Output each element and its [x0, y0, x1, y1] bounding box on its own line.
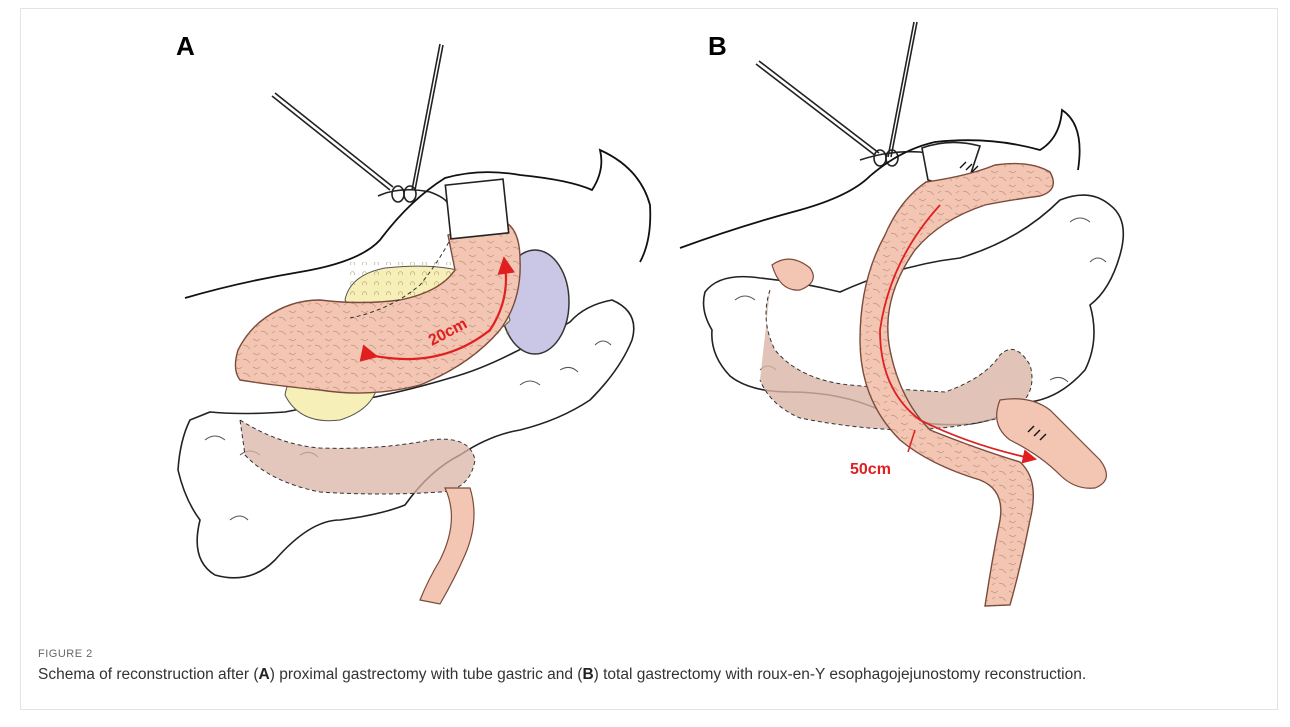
panel-b-label: B	[708, 31, 727, 61]
caption-part-2: ) proximal gastrectomy with tube gastric…	[270, 666, 583, 683]
caption-part-1: Schema of reconstruction after (	[38, 666, 259, 683]
caption-text: Schema of reconstruction after (A) proxi…	[38, 664, 1260, 685]
retractor-b	[756, 22, 950, 166]
figure-caption: FIGURE 2 Schema of reconstruction after …	[38, 648, 1260, 685]
panel-a-label: A	[176, 31, 195, 61]
measure-label-b: 50cm	[850, 461, 891, 478]
caption-ref-b: B	[582, 666, 593, 683]
panel-a: A 20cm	[176, 31, 650, 604]
caption-label: FIGURE 2	[38, 648, 1260, 660]
caption-ref-a: A	[259, 666, 270, 683]
figure-illustration: A 20cm	[0, 0, 1290, 640]
esophagus-a	[445, 179, 508, 239]
duodenum-a	[420, 488, 474, 604]
retractor-a	[272, 44, 448, 204]
panel-b: B 50cm	[680, 22, 1123, 606]
caption-part-3: ) total gastrectomy with roux-en-Y esoph…	[594, 666, 1087, 683]
